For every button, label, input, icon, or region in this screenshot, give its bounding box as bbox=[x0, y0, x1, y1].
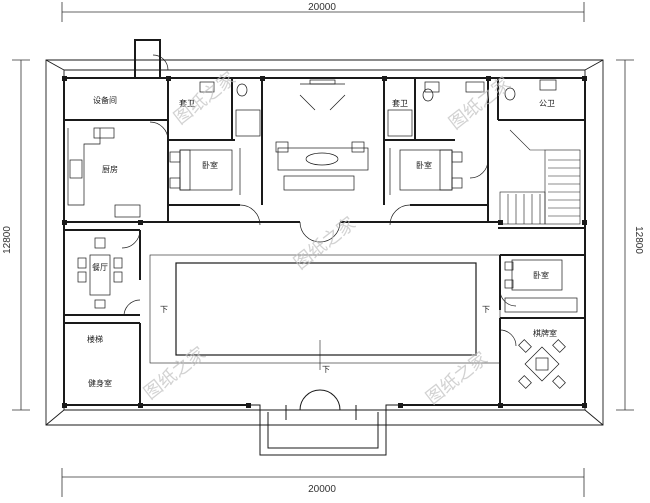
watermark-4: 图纸之家 bbox=[140, 343, 210, 404]
room-label-kitchen: 厨房 bbox=[102, 164, 118, 174]
dim-right-depth: 12800 bbox=[633, 226, 644, 254]
stair-down-left: 下 bbox=[160, 305, 168, 314]
watermark-3: 图纸之家 bbox=[290, 213, 360, 274]
room-label-fitness: 健身室 bbox=[88, 378, 112, 388]
staircase bbox=[499, 129, 581, 225]
dimension-lines bbox=[12, 2, 634, 497]
watermarks: 图纸之家 图纸之家 图纸之家 图纸之家 图纸之家 bbox=[140, 68, 515, 409]
room-label-public-toilet: 公卫 bbox=[539, 99, 555, 108]
courtyard bbox=[149, 254, 501, 370]
room-label-dining: 餐厅 bbox=[92, 263, 108, 272]
room-label-toilet-right: 套卫 bbox=[392, 98, 408, 108]
columns bbox=[62, 76, 587, 408]
room-label-stairs: 楼梯 bbox=[87, 334, 103, 344]
room-labels: 设备间 厨房 餐厅 楼梯 健身室 套卫 卧室 套卫 卧室 公卫 卧室 棋牌室 bbox=[87, 95, 557, 388]
watermark-5: 图纸之家 bbox=[422, 348, 492, 409]
room-label-chess-room: 棋牌室 bbox=[533, 328, 557, 338]
entrance-porch bbox=[248, 389, 400, 456]
stair-down-right: 下 bbox=[482, 305, 490, 314]
room-label-bedroom-right: 卧室 bbox=[416, 160, 432, 170]
stair-down-center: 下 bbox=[322, 365, 330, 374]
furniture bbox=[67, 79, 578, 389]
room-label-bedroom-left: 卧室 bbox=[202, 160, 218, 170]
room-label-equipment: 设备间 bbox=[93, 95, 117, 105]
room-label-toilet-left: 套卫 bbox=[179, 98, 195, 108]
dim-left-depth: 12800 bbox=[2, 226, 13, 254]
dim-top-width: 20000 bbox=[308, 2, 336, 13]
room-label-bedroom-east: 卧室 bbox=[533, 270, 549, 280]
dim-bottom-width: 20000 bbox=[308, 484, 336, 495]
